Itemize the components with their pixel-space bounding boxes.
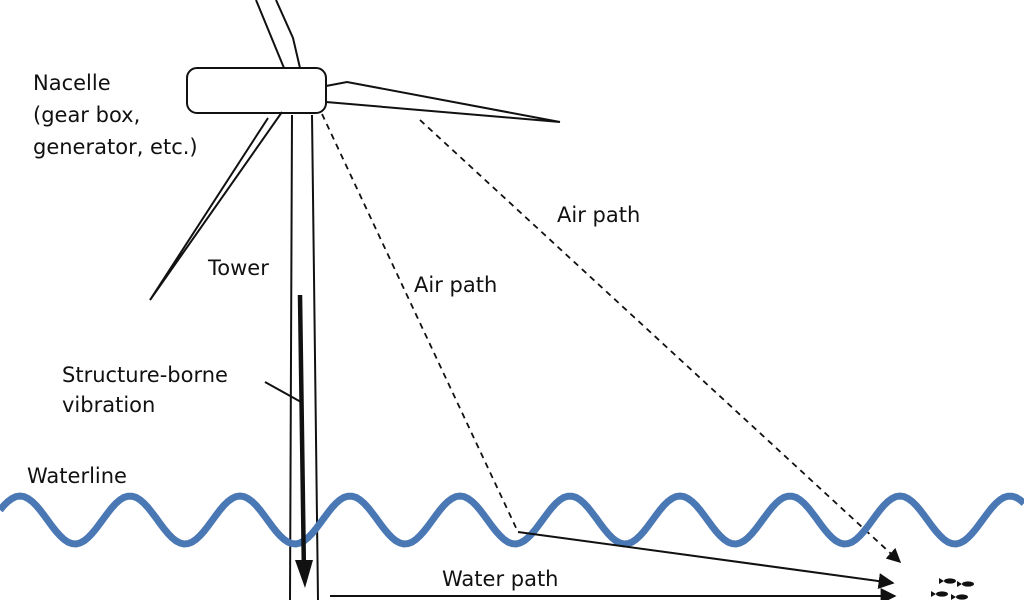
waterline-label: Waterline (27, 464, 127, 488)
structure-label-line-2: vibration (62, 393, 155, 417)
tower (289, 114, 319, 600)
tower-label: Tower (207, 256, 269, 280)
nacelle-label-line-2: (gear box, (33, 103, 140, 127)
water-path-label: Water path (442, 567, 559, 591)
structure-borne-arrow (297, 294, 307, 576)
fish-school-icon (931, 578, 974, 600)
refracted-path-arrow (517, 531, 895, 589)
nacelle-label-line-1: Nacelle (33, 71, 111, 95)
air-path-label-1: Air path (557, 203, 640, 227)
air-path-line-2 (419, 119, 902, 563)
nacelle (186, 67, 327, 114)
turbine-blades (149, 0, 561, 301)
air-path-label-2: Air path (414, 273, 497, 297)
nacelle-label-line-3: generator, etc.) (33, 135, 198, 159)
structure-borne-arrowhead (295, 560, 313, 588)
structure-label-line-1: Structure-borne (62, 363, 228, 387)
air-path-line-1 (321, 113, 519, 533)
waterline-wave (0, 492, 1024, 548)
structure-label-leader (264, 381, 302, 403)
